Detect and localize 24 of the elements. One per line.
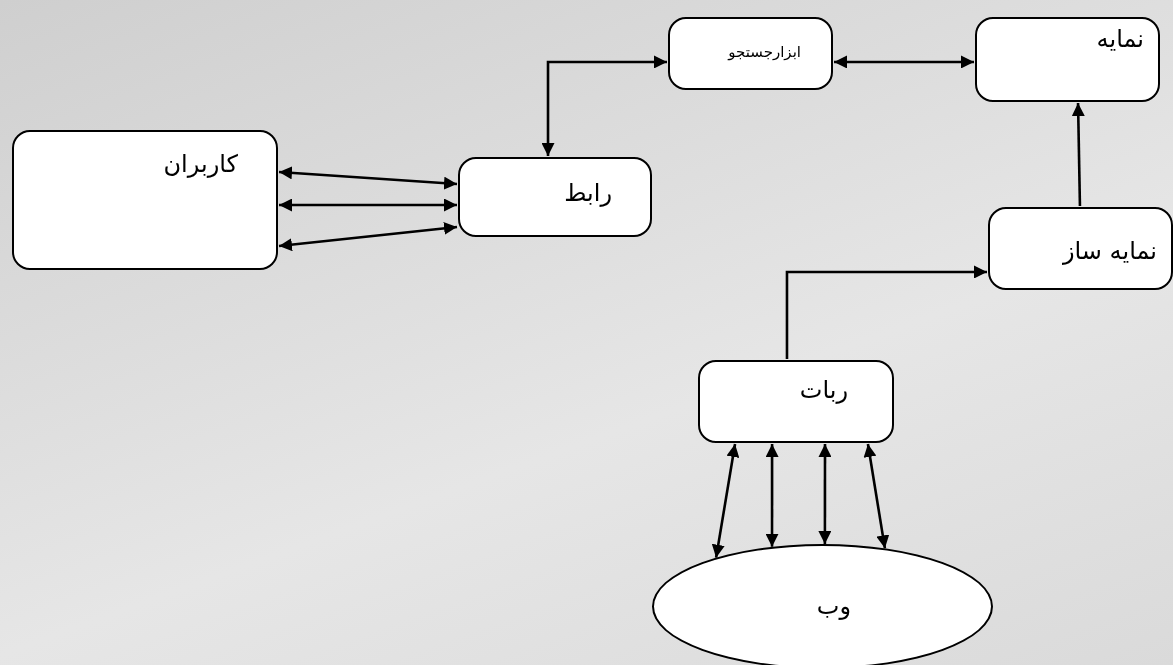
node-label: وب (816, 592, 851, 620)
process-box (698, 360, 894, 443)
arrow (1071, 102, 1085, 207)
node-label: رابط (564, 179, 612, 207)
arrow (765, 444, 779, 547)
arrow (863, 443, 890, 549)
node-label: ربات (799, 376, 848, 404)
arrow (278, 221, 458, 252)
process-box (988, 207, 1173, 290)
arrow (541, 55, 667, 156)
node-label: ابزارجستجو (728, 43, 801, 61)
arrow (279, 198, 457, 212)
node-label: نمایه (1096, 25, 1144, 53)
node-label: نمایه ساز (1062, 237, 1157, 265)
arrow (785, 265, 987, 359)
node-label: کاربران (163, 150, 238, 178)
process-box (12, 130, 278, 270)
process-box (668, 17, 833, 90)
arrow (278, 166, 458, 190)
process-box (458, 157, 652, 237)
arrow (834, 55, 974, 69)
arrow (711, 443, 740, 558)
arrow (818, 444, 832, 544)
process-box (975, 17, 1160, 102)
